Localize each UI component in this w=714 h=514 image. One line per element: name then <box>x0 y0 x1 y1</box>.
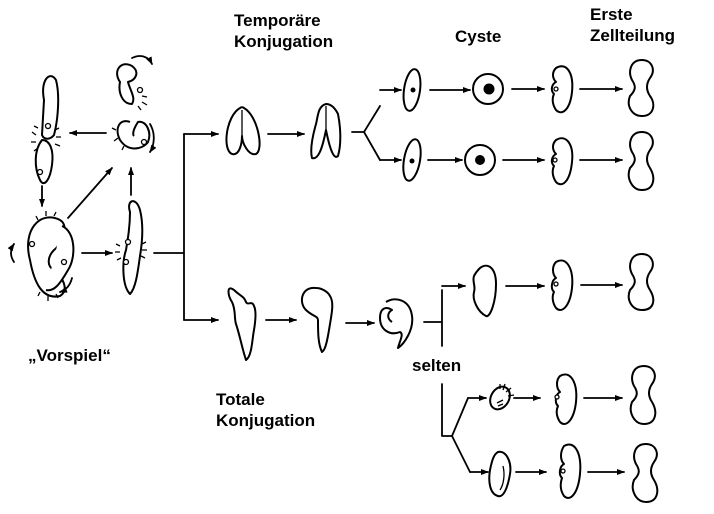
label-line: Konjugation <box>234 32 334 51</box>
excysted-cell <box>550 65 574 114</box>
total-merged-cell <box>300 286 334 353</box>
exconjugant-cell <box>402 138 422 182</box>
branch-line <box>153 133 185 321</box>
excysted-cell <box>550 137 574 186</box>
label-line: Konjugation <box>216 411 316 430</box>
split-line <box>351 105 381 133</box>
label-rare: selten <box>412 356 462 375</box>
label-first-division: Erste Zellteilung <box>590 4 675 46</box>
cell <box>488 450 512 498</box>
label-total-conjugation: Totale Konjugation <box>216 389 315 431</box>
dividing-cell <box>627 59 655 117</box>
exconjugant-cell <box>402 68 422 112</box>
label-line: Erste <box>590 5 633 24</box>
label-line: Zellteilung <box>590 26 675 45</box>
prelude-aligned-pair <box>115 200 147 295</box>
label-prelude: „Vorspiel“ <box>28 346 111 365</box>
dividing-cell <box>629 365 657 425</box>
branch-line <box>423 289 443 347</box>
arrow <box>67 167 113 219</box>
cell <box>472 264 497 318</box>
temporary-fused-pair <box>225 106 261 156</box>
dividing-cell <box>627 253 655 311</box>
ciliated-cell <box>489 383 515 411</box>
prelude-circling-cells <box>111 55 157 153</box>
prelude-rotating-pair <box>7 211 75 301</box>
label-cyst: Cyste <box>455 27 502 46</box>
cyst <box>464 144 496 176</box>
dividing-cell <box>627 131 655 191</box>
prelude-paired-cells <box>31 75 61 185</box>
excysted-cell <box>558 443 582 499</box>
total-fusing-cell <box>227 287 257 361</box>
label-line: Temporäre <box>234 11 321 30</box>
label-temporary-conjugation: Temporäre Konjugation <box>234 10 333 52</box>
temporary-separating-pair <box>310 103 342 160</box>
split-line <box>363 131 381 161</box>
total-rounded-zygote <box>379 298 414 349</box>
dividing-cell <box>631 443 659 503</box>
excysted-cell <box>550 259 574 311</box>
split-line <box>451 397 471 473</box>
branch-line <box>441 383 453 437</box>
cyst <box>472 73 504 105</box>
label-line: Totale <box>216 390 265 409</box>
excysted-cell <box>554 373 578 425</box>
